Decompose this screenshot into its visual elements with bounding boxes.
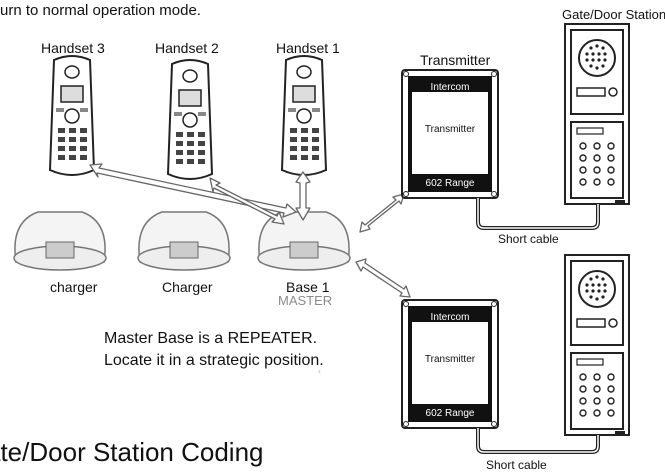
master-label: MASTER: [278, 293, 333, 308]
charger-1-label: charger: [50, 279, 98, 295]
base-cradle-master: [257, 211, 351, 271]
transmitter-1-middle-label: Transmitter: [424, 124, 476, 135]
transmitter-2-range-label: 602 Range: [425, 408, 475, 419]
base-1-label: Base 1: [286, 279, 330, 295]
handset-2-label: Handset 2: [155, 40, 219, 56]
stray-mark: ‹: [318, 366, 321, 376]
charger-2-label: Charger: [162, 279, 213, 295]
transmitter-1-top-label: Intercom: [430, 82, 470, 93]
short-cable-1-label: Short cable: [498, 232, 559, 246]
repeater-note: Master Base is a REPEATER. Locate it in …: [104, 330, 324, 369]
transmitter-title: Transmitter: [420, 52, 491, 68]
transmitter-1-range-label: 602 Range: [425, 178, 475, 189]
section-heading: ate/Door Station Coding: [0, 437, 264, 467]
handset-3-label: Handset 3: [41, 40, 105, 56]
transmitter-2-top-label: Intercom: [430, 312, 470, 323]
link-arrow-base-transmitter1: [359, 193, 405, 233]
handset-3-phone: [49, 55, 95, 176]
door-station-2: [564, 254, 630, 436]
handset-1-label: Handset 1: [276, 40, 340, 56]
link-arrow-base-transmitter2: [355, 258, 411, 298]
handset-2-phone: [167, 59, 213, 180]
transmitter-2-middle-label: Transmitter: [424, 354, 476, 365]
gate-door-station-title: Gate/Door Station: [562, 7, 665, 22]
short-cable-1-inner: [477, 198, 599, 229]
link-arrow-handset2-base: [209, 177, 285, 225]
link-arrow-handset1-base: [295, 171, 311, 221]
door-station-1: [564, 23, 630, 205]
short-cable-2-inner: [477, 428, 599, 453]
short-cable-2-label: Short cable: [486, 458, 547, 472]
charger-cradle-2: [137, 211, 231, 271]
handset-1-phone: [281, 55, 327, 176]
operation-mode-note: urn to normal operation mode.: [0, 2, 201, 19]
charger-cradle-1: [13, 211, 107, 271]
